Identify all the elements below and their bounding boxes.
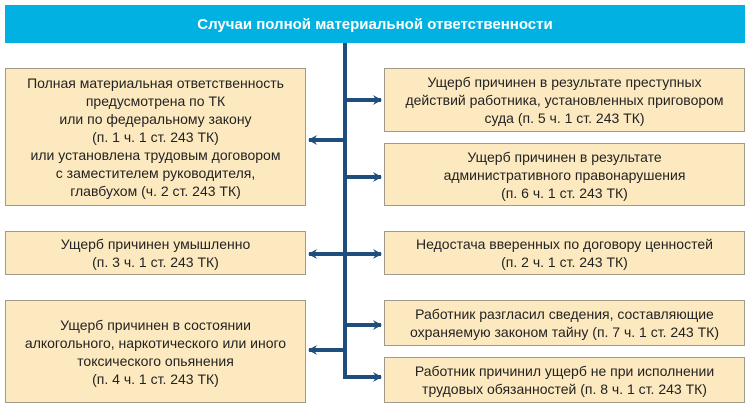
box-text-line: токсического опьянения (77, 352, 234, 369)
box-text-line: алкогольного, наркотического или иного (24, 334, 287, 351)
box-text-line: с заместителем руководителя, (55, 165, 256, 181)
box-text-line: охраняемую законом тайну (п. 7 ч. 1 ст. … (410, 324, 719, 340)
box-text-line: главбухом (ч. 2 ст. 243 ТК) (70, 183, 241, 199)
right-box-3: Недостача вверенных по договору ценносте… (384, 231, 745, 275)
box-text-line: (п. 2 ч. 1 ст. 243 ТК) (501, 254, 628, 270)
box-text-line: суда (п. 5 ч. 1 ст. 243 ТК) (484, 110, 645, 126)
box-text-line: Ущерб причинен в результате преступных (427, 74, 702, 90)
box-text-line: предусмотрена по ТК (85, 93, 226, 109)
right-box-4: Работник разгласил сведения, составляющи… (384, 300, 745, 346)
box-text-line: (п. 3 ч. 1 ст. 243 ТК) (92, 254, 219, 270)
box-text-line: Ущерб причинен умышленно (60, 236, 251, 252)
left-box-1: Полная материальная ответственность преду… (5, 68, 306, 206)
right-box-1: Ущерб причинен в результате преступных де… (384, 68, 745, 132)
diagram-title: Случаи полной материальной ответственнос… (5, 5, 745, 43)
box-text-line: трудовых обязанностей (п. 8 ч. 1 ст. 243… (422, 381, 707, 397)
title-text: Случаи полной материальной ответственнос… (197, 15, 553, 33)
box-text-line: или установлена трудовым договором (30, 147, 281, 163)
box-text-line: Полная материальная ответственность (27, 75, 284, 91)
right-box-5: Работник причинил ущерб не при исполнени… (384, 357, 745, 403)
box-text-line: (п. 1 ч. 1 ст. 243 ТК) (92, 129, 219, 145)
left-box-2: Ущерб причинен умышленно (п. 3 ч. 1 ст. 2… (5, 231, 306, 275)
box-text-line: Ущерб причинен в состоянии (60, 316, 251, 333)
box-text-line: Работник причинил ущерб не при исполнени… (414, 363, 715, 379)
box-text-line: Работник разгласил сведения, составляющи… (415, 306, 714, 322)
box-text-line: Недостача вверенных по договору ценносте… (416, 236, 713, 252)
box-text-line: (п. 6 ч. 1 ст. 243 ТК) (501, 184, 628, 201)
box-text-line: административного правонарушения (443, 166, 686, 183)
box-text-line: или по федеральному закону (59, 111, 252, 127)
box-text-line: (п. 4 ч. 1 ст. 243 ТК) (92, 370, 219, 387)
box-text-line: действий работника, установленных пригов… (405, 92, 724, 108)
box-text-line: Ущерб причинен в результате (467, 148, 662, 165)
